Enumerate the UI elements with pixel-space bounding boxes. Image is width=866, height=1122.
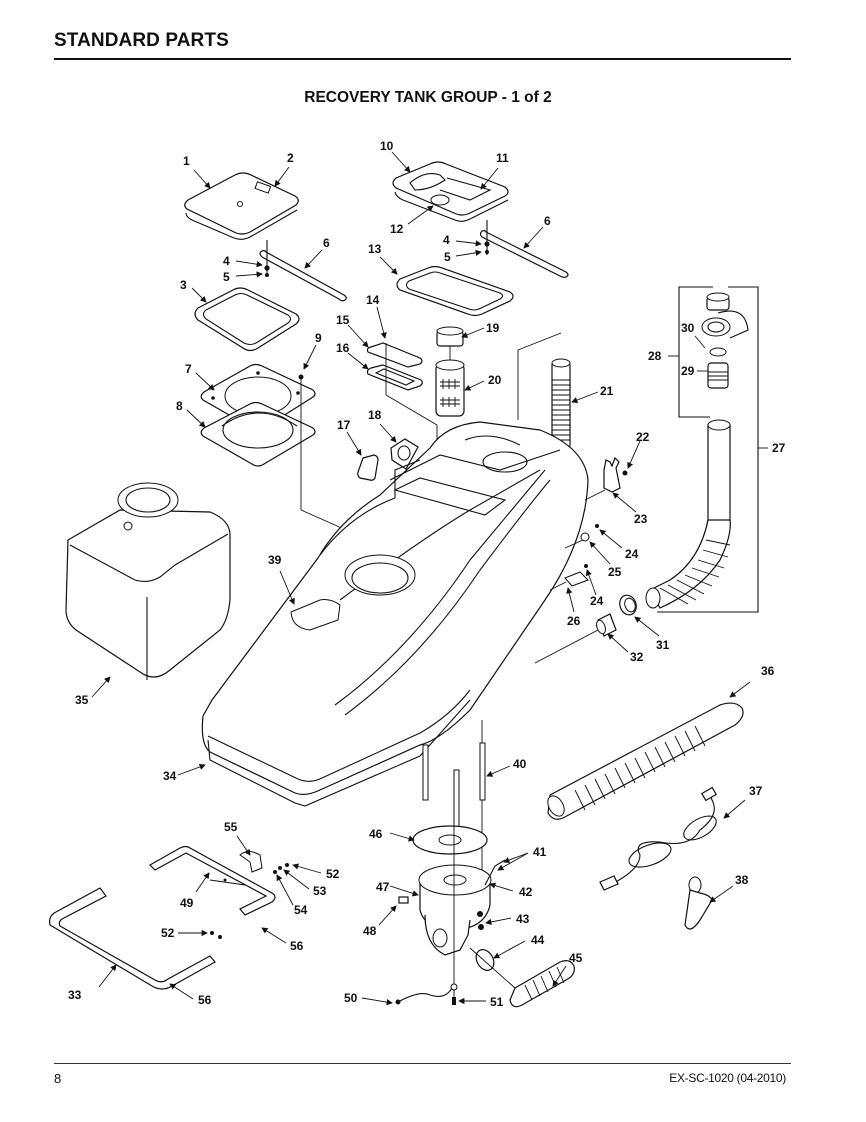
part-motor-wires xyxy=(477,859,506,930)
callout-32: 32 xyxy=(630,650,644,664)
part-filter-lid xyxy=(366,342,438,510)
callout-10: 10 xyxy=(380,139,394,153)
callout-24a: 24 xyxy=(625,547,639,561)
callout-50: 50 xyxy=(344,991,358,1005)
part-hose-hook xyxy=(684,876,713,930)
callout-22: 22 xyxy=(636,430,650,444)
part-solution-tank xyxy=(65,482,231,680)
callout-26: 26 xyxy=(567,614,581,628)
callout-36: 36 xyxy=(761,664,775,678)
callout-14: 14 xyxy=(366,293,380,307)
page-number: 8 xyxy=(54,1071,62,1086)
callout-1: 1 xyxy=(183,154,190,168)
callout-5b: 5 xyxy=(444,250,451,264)
part-filter-basket xyxy=(435,326,465,417)
part-plugs xyxy=(357,438,419,481)
part-recovery-hose xyxy=(645,286,759,613)
part-handle-cover xyxy=(392,161,509,222)
callout-16: 16 xyxy=(336,341,350,355)
callout-27: 27 xyxy=(772,441,786,455)
callout-24b: 24 xyxy=(590,594,604,608)
callout-25: 25 xyxy=(608,565,622,579)
callout-5: 5 xyxy=(223,270,230,284)
part-frame xyxy=(49,845,289,990)
callout-33: 33 xyxy=(68,988,82,1002)
part-cover-gasket xyxy=(396,265,514,317)
callout-19: 19 xyxy=(486,321,500,335)
figure-title: RECOVERY TANK GROUP - 1 of 2 xyxy=(304,89,552,106)
part-flange-gasket xyxy=(200,401,316,467)
callout-37: 37 xyxy=(749,784,763,798)
section-title: STANDARD PARTS xyxy=(54,30,229,51)
callout-35: 35 xyxy=(75,693,89,707)
callout-9: 9 xyxy=(315,331,322,345)
callout-13: 13 xyxy=(368,242,382,256)
callout-39: 39 xyxy=(268,553,282,567)
callout-4: 4 xyxy=(223,254,230,268)
callout-46: 46 xyxy=(369,827,383,841)
part-strap-right xyxy=(479,220,569,278)
part-studs xyxy=(422,720,486,880)
part-recovery-tank-body xyxy=(201,421,589,807)
callout-30: 30 xyxy=(681,321,695,335)
callout-54: 54 xyxy=(294,903,308,917)
part-lid xyxy=(184,172,299,240)
header-rule xyxy=(54,58,791,60)
callout-8: 8 xyxy=(176,399,183,413)
callout-38: 38 xyxy=(735,873,749,887)
callout-47: 47 xyxy=(376,880,390,894)
callout-56b: 56 xyxy=(198,993,212,1007)
callout-45: 45 xyxy=(569,951,583,965)
callout-44: 44 xyxy=(531,933,545,947)
callout-15: 15 xyxy=(336,313,350,327)
callout-11: 11 xyxy=(496,151,509,165)
part-hose-bracket xyxy=(549,456,628,591)
callout-2: 2 xyxy=(287,151,294,165)
callout-20: 20 xyxy=(488,373,502,387)
callout-52a: 52 xyxy=(326,867,340,881)
callout-53: 53 xyxy=(313,884,327,898)
part-vacuum-motor xyxy=(398,820,492,1002)
part-ground-wire xyxy=(395,983,458,1005)
callout-34: 34 xyxy=(163,769,177,783)
part-vacuum-hose xyxy=(547,702,744,820)
part-power-cord xyxy=(599,786,718,891)
callout-55: 55 xyxy=(224,820,238,834)
callout-21: 21 xyxy=(600,384,614,398)
callout-51: 51 xyxy=(490,995,504,1009)
callout-18: 18 xyxy=(368,408,382,422)
document-code: EX-SC-1020 (04-2010) xyxy=(669,1071,786,1085)
callout-29: 29 xyxy=(681,364,695,378)
callout-48: 48 xyxy=(363,924,377,938)
callout-40: 40 xyxy=(513,757,527,771)
callout-28: 28 xyxy=(648,349,662,363)
part-hose-clamp-cuff xyxy=(534,594,637,664)
callout-52b: 52 xyxy=(161,926,175,940)
leader-lines xyxy=(91,151,768,1006)
callout-42: 42 xyxy=(519,885,533,899)
part-strap-left xyxy=(259,240,347,302)
callout-49: 49 xyxy=(180,896,194,910)
callout-6b: 6 xyxy=(544,214,551,228)
callout-6: 6 xyxy=(323,236,330,250)
part-lid-gasket xyxy=(194,287,300,352)
callout-41: 41 xyxy=(533,845,547,859)
part-motor-hose xyxy=(469,947,575,1008)
callout-4b: 4 xyxy=(443,233,450,247)
callout-56a: 56 xyxy=(290,939,304,953)
callout-31: 31 xyxy=(656,638,670,652)
callout-3: 3 xyxy=(180,278,187,292)
callout-17: 17 xyxy=(337,418,351,432)
footer-rule xyxy=(54,1063,791,1064)
callout-12: 12 xyxy=(390,222,404,236)
callout-23: 23 xyxy=(634,512,648,526)
callout-7: 7 xyxy=(185,362,192,376)
callout-43: 43 xyxy=(516,912,530,926)
